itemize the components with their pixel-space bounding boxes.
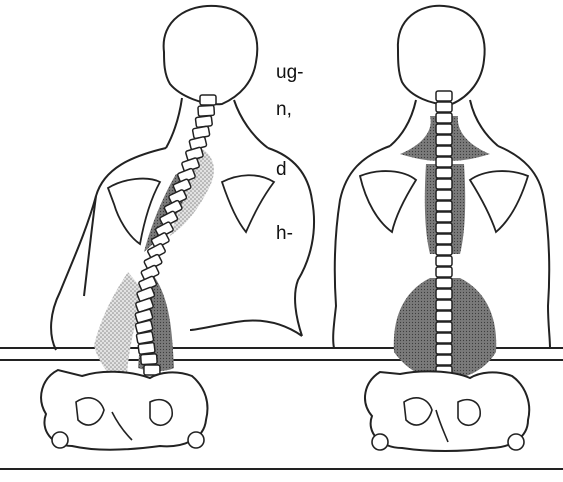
vertebra [436, 267, 452, 277]
vertebra [436, 278, 452, 288]
vertebra [198, 105, 215, 116]
vertebra [436, 113, 452, 123]
vertebra [436, 102, 452, 112]
vertebra [436, 124, 452, 134]
vertebra [436, 289, 452, 299]
vertebra [436, 146, 452, 156]
right-scapula-l [360, 171, 416, 232]
vertebra [436, 256, 452, 266]
vertebra [436, 223, 452, 233]
vertebra [200, 95, 216, 105]
text-fragment-1: ug- [276, 63, 303, 82]
vertebra [436, 245, 452, 255]
vertebra [141, 354, 158, 365]
vertebra [436, 135, 452, 145]
left-head [164, 6, 258, 104]
right-scapula-r [470, 171, 528, 232]
vertebra [436, 311, 452, 321]
text-fragment-3: d [276, 160, 287, 179]
vertebra [436, 168, 452, 178]
left-scapula-r [222, 175, 274, 232]
vertebra [138, 342, 155, 354]
vertebra [436, 179, 452, 189]
right-figure [333, 6, 550, 451]
left-spine [135, 95, 216, 375]
right-head [398, 6, 485, 104]
vertebra [436, 234, 452, 244]
vertebra [436, 157, 452, 167]
text-fragment-4: h- [276, 224, 293, 243]
vertebra [436, 201, 452, 211]
vertebra [436, 300, 452, 310]
vertebra [436, 190, 452, 200]
vertebra [195, 116, 212, 128]
vertebra [436, 355, 452, 365]
text-fragment-2: n, [276, 100, 292, 119]
vertebra [436, 212, 452, 222]
vertebra [436, 91, 452, 101]
vertebra [436, 344, 452, 354]
left-figure [41, 6, 314, 450]
vertebra [436, 322, 452, 332]
vertebra [436, 333, 452, 343]
vertebra [144, 365, 160, 375]
right-spine [436, 91, 452, 376]
vertebra [136, 331, 154, 344]
